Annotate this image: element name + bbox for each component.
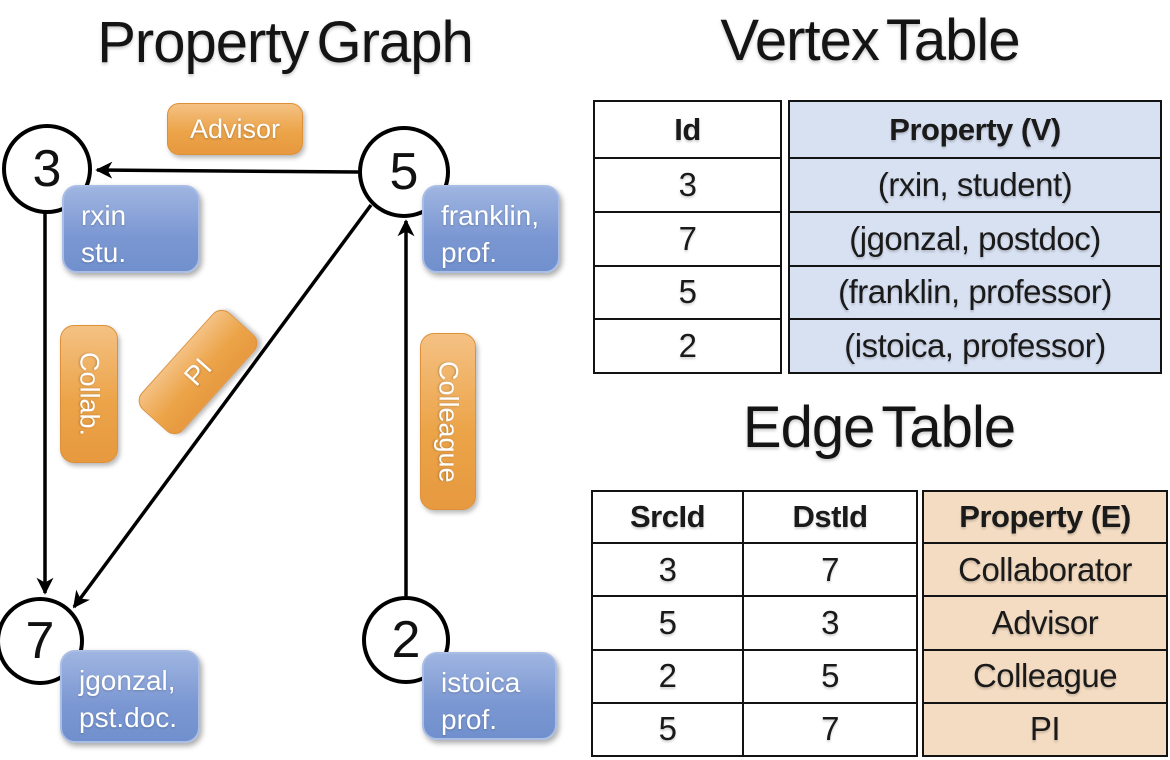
vertex-id-header: Id: [674, 111, 701, 147]
prop-box-line: istoica: [441, 667, 521, 698]
edge-dst-cell: 3: [742, 595, 916, 649]
prop-box-line: pst.doc.: [79, 701, 178, 733]
vertex-table-property-column: Property (V)(rxin, student)(jgonzal, pos…: [788, 100, 1162, 374]
graph-node-5: 5: [358, 126, 450, 218]
edge-src-cell: 5: [593, 595, 742, 648]
node-id-label: 7: [25, 612, 55, 670]
vertex-property-cell: (franklin, professor): [790, 264, 1160, 319]
vertex-property-header: Property (V): [790, 102, 1160, 157]
edge-property-cell: Advisor: [924, 595, 1166, 649]
edge-property-cell: PI: [924, 701, 1166, 755]
edge-dst-cell: 7: [742, 701, 916, 755]
rxin-box: rxin stu.: [62, 185, 200, 273]
prop-box-line: prof.: [441, 236, 498, 268]
jgonzal-box: jgonzal, pst.doc.: [60, 650, 200, 743]
edge-5-to-3: [95, 161, 359, 179]
edge-label-collab: Collab.: [60, 325, 118, 463]
graph-node-2: 2: [362, 596, 450, 684]
prop-box-line: franklin,: [441, 200, 540, 231]
vertex-id-cell: 2: [595, 318, 780, 372]
edge-property-cell: Colleague: [924, 648, 1166, 702]
edge-table-title: Edge Table: [742, 395, 1016, 460]
edge-property-cell: Collaborator: [924, 542, 1166, 596]
franklin-box: franklin, prof.: [422, 185, 560, 273]
property-graph-title: Property Graph: [97, 10, 474, 75]
istoica-box: istoica prof.: [422, 652, 557, 740]
edge-label-colleague: Colleague: [420, 333, 476, 510]
prop-box-line: prof.: [441, 703, 498, 735]
vertex-id-cell: 3: [595, 157, 780, 211]
edge-label-advisor: Advisor: [167, 103, 303, 155]
edge-dst-cell: 5: [742, 648, 916, 702]
graph-edges: [36, 161, 415, 609]
prop-box-line: jgonzal,: [79, 665, 176, 696]
node-id-label: 3: [32, 140, 62, 198]
edge-src-cell: 2: [593, 648, 742, 702]
node-id-label: 2: [391, 611, 421, 669]
vertex-property-cell: (istoica, professor): [790, 318, 1160, 372]
edge-5-to-7: [72, 203, 373, 609]
vertex-id-cell: 7: [595, 210, 780, 265]
edge-src-cell: 3: [593, 542, 742, 595]
edge-srcid-header: SrcId: [629, 499, 706, 534]
vertex-table-title: Vertex Table: [720, 8, 1020, 73]
node-id-label: 5: [389, 143, 419, 201]
edge-dst-cell: 7: [742, 542, 916, 596]
vertex-property-cell: (jgonzal, postdoc): [790, 210, 1160, 265]
vertex-id-cell: 5: [595, 264, 780, 319]
prop-box-line: rxin: [81, 200, 127, 231]
edge-src-cell: 5: [593, 701, 742, 755]
edge-dstid-header: DstId: [742, 492, 916, 542]
vertex-property-cell: (rxin, student): [790, 157, 1160, 211]
prop-box-line: stu.: [81, 236, 127, 268]
edge-property-header: Property (E): [924, 492, 1166, 542]
